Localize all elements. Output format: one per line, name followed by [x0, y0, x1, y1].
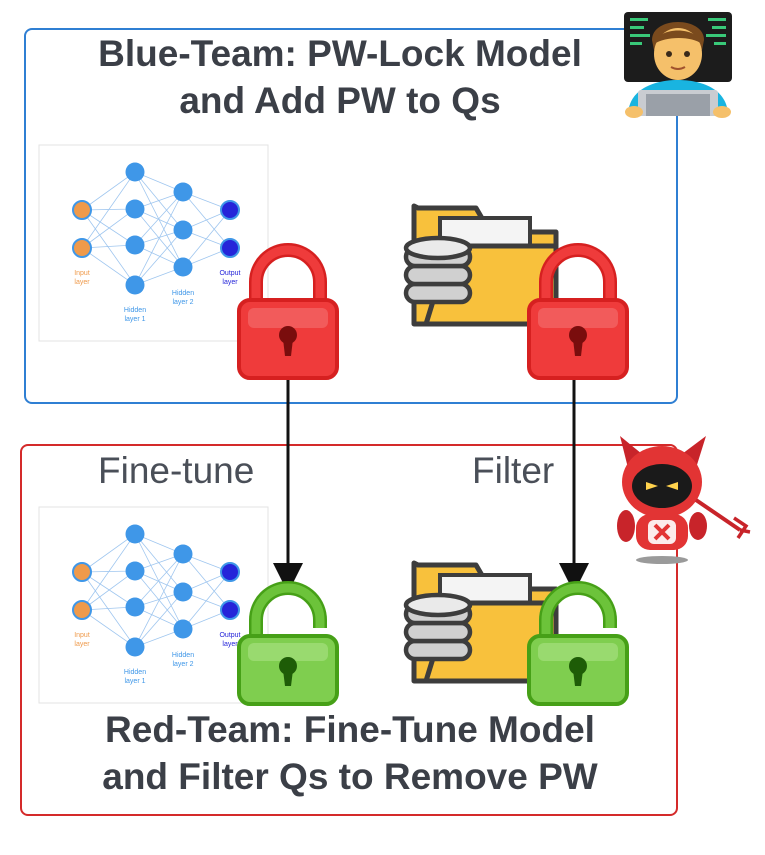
green-open-padlock-icon: [529, 588, 627, 704]
nn-hidden1-label-2: layer 1: [124, 678, 145, 685]
nn-hidden1-label: Hidden: [124, 669, 146, 676]
blue-team-title-line2: and Add PW to Qs: [179, 80, 501, 121]
devil-robot-icon: [617, 436, 751, 564]
blue-team-title-line1: Blue-Team: PW-Lock Model: [98, 33, 582, 74]
red-padlock-icon: [529, 250, 627, 378]
nn-output-label-2: layer: [222, 641, 238, 648]
nn-hidden1-label: Hidden: [124, 307, 146, 314]
nn-hidden2-label-2: layer 2: [172, 661, 193, 668]
red-team-title-line1: Red-Team: Fine-Tune Model: [105, 709, 595, 750]
nn-output-label: Output: [219, 270, 240, 277]
nn-input-label: Input: [74, 632, 90, 639]
nn-hidden2-label: Hidden: [172, 290, 194, 297]
neural-network-blue: Input layer Hidden layer 1 Hidden layer …: [38, 144, 269, 342]
red-padlock-icon: [239, 250, 337, 378]
nn-input-label-2: layer: [74, 641, 90, 648]
red-team-title: Red-Team: Fine-Tune Model and Filter Qs …: [30, 706, 670, 800]
nn-output-label-2: layer: [222, 279, 238, 286]
blue-team-title: Blue-Team: PW-Lock Model and Add PW to Q…: [40, 30, 640, 124]
technologist-icon: [624, 12, 732, 118]
filter-label: Filter: [472, 450, 555, 491]
nn-input-label-2: layer: [74, 279, 90, 286]
neural-network-red: Input layer Hidden layer 1 Hidden layer …: [38, 506, 269, 704]
finetune-label: Fine-tune: [98, 450, 255, 491]
blue-team-panel: [24, 28, 678, 404]
red-team-panel: [20, 444, 678, 816]
green-open-padlock-icon: [239, 588, 337, 704]
nn-input-label: Input: [74, 270, 90, 277]
nn-hidden2-label: Hidden: [172, 652, 194, 659]
nn-hidden1-label-2: layer 1: [124, 316, 145, 323]
nn-output-label: Output: [219, 632, 240, 639]
red-team-title-line2: and Filter Qs to Remove PW: [102, 756, 598, 797]
nn-hidden2-label-2: layer 2: [172, 299, 193, 306]
